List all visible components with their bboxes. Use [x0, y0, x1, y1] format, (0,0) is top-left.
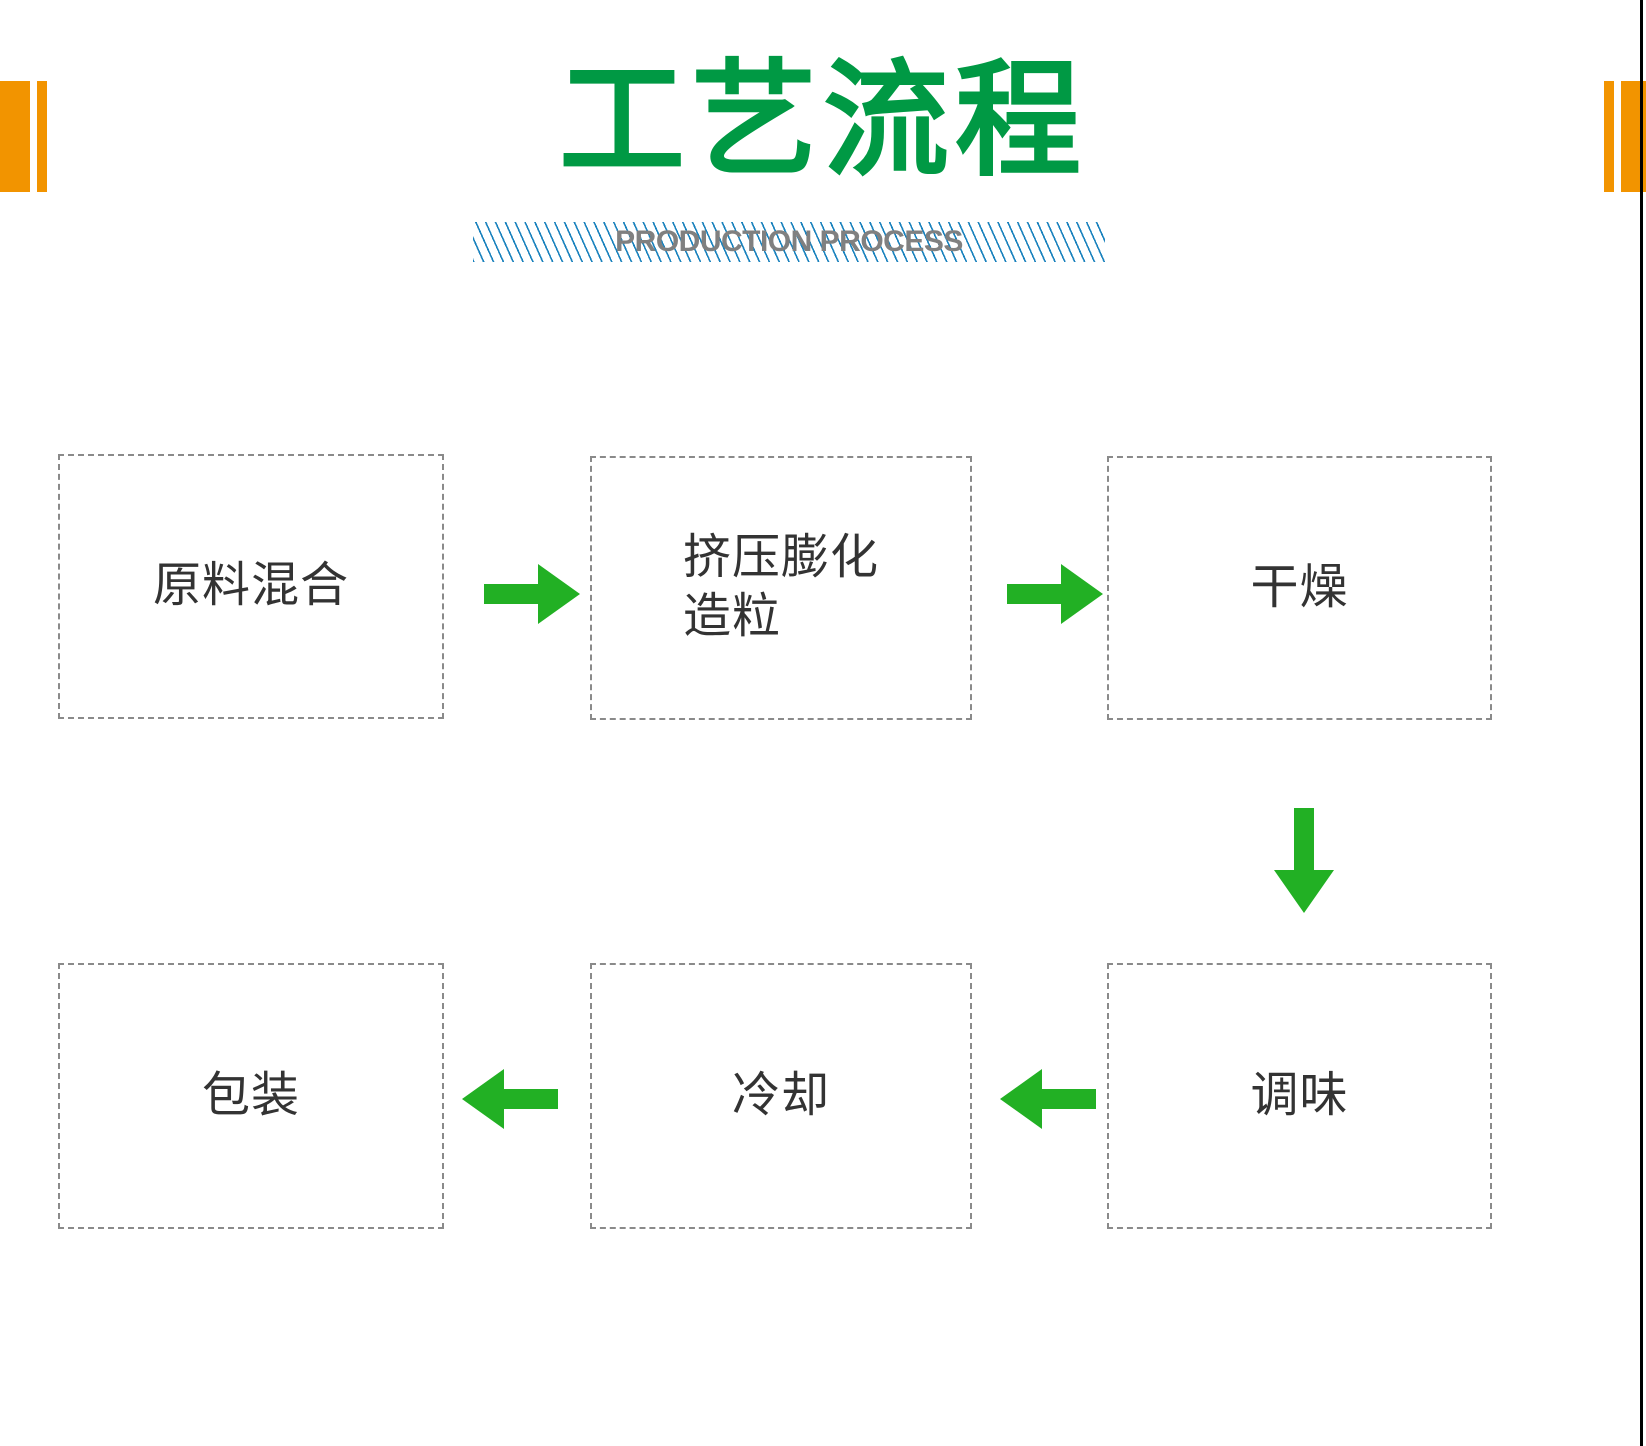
diagonal-hatch-pattern — [473, 222, 1105, 262]
flow-box-extrude[interactable]: 挤压膨化 造粒 — [590, 456, 972, 720]
flow-box-dry[interactable]: 干燥 — [1107, 456, 1492, 720]
flow-box-label: 包装 — [201, 1068, 300, 1122]
orange-bar-left-thin — [37, 81, 47, 192]
arrow-right-icon — [484, 564, 580, 624]
flow-box-mix[interactable]: 原料混合 — [58, 454, 444, 719]
arrow-right-icon — [1007, 564, 1103, 624]
page-subtitle: PRODUCTION PROCESS — [615, 225, 963, 258]
flow-box-label: 挤压膨化 造粒 — [682, 531, 879, 643]
flow-box-label: 冷却 — [731, 1068, 830, 1122]
arrow-left-icon — [1000, 1069, 1096, 1129]
flow-box-label: 调味 — [1250, 1068, 1349, 1122]
orange-bar-right-thin — [1604, 81, 1614, 192]
flow-box-flavor[interactable]: 调味 — [1107, 963, 1492, 1229]
orange-bar-left-thick — [0, 81, 30, 192]
flow-box-label: 干燥 — [1250, 560, 1349, 614]
flow-box-label: 原料混合 — [152, 559, 349, 613]
flow-box-package[interactable]: 包装 — [58, 963, 444, 1229]
arrow-down-icon — [1274, 808, 1334, 913]
arrow-left-icon — [462, 1069, 558, 1129]
right-edge-rule — [1640, 0, 1643, 1446]
subtitle-band: PRODUCTION PROCESS — [473, 222, 1105, 262]
page-title: 工艺流程 — [559, 50, 1087, 191]
flow-box-cool[interactable]: 冷却 — [590, 963, 972, 1229]
